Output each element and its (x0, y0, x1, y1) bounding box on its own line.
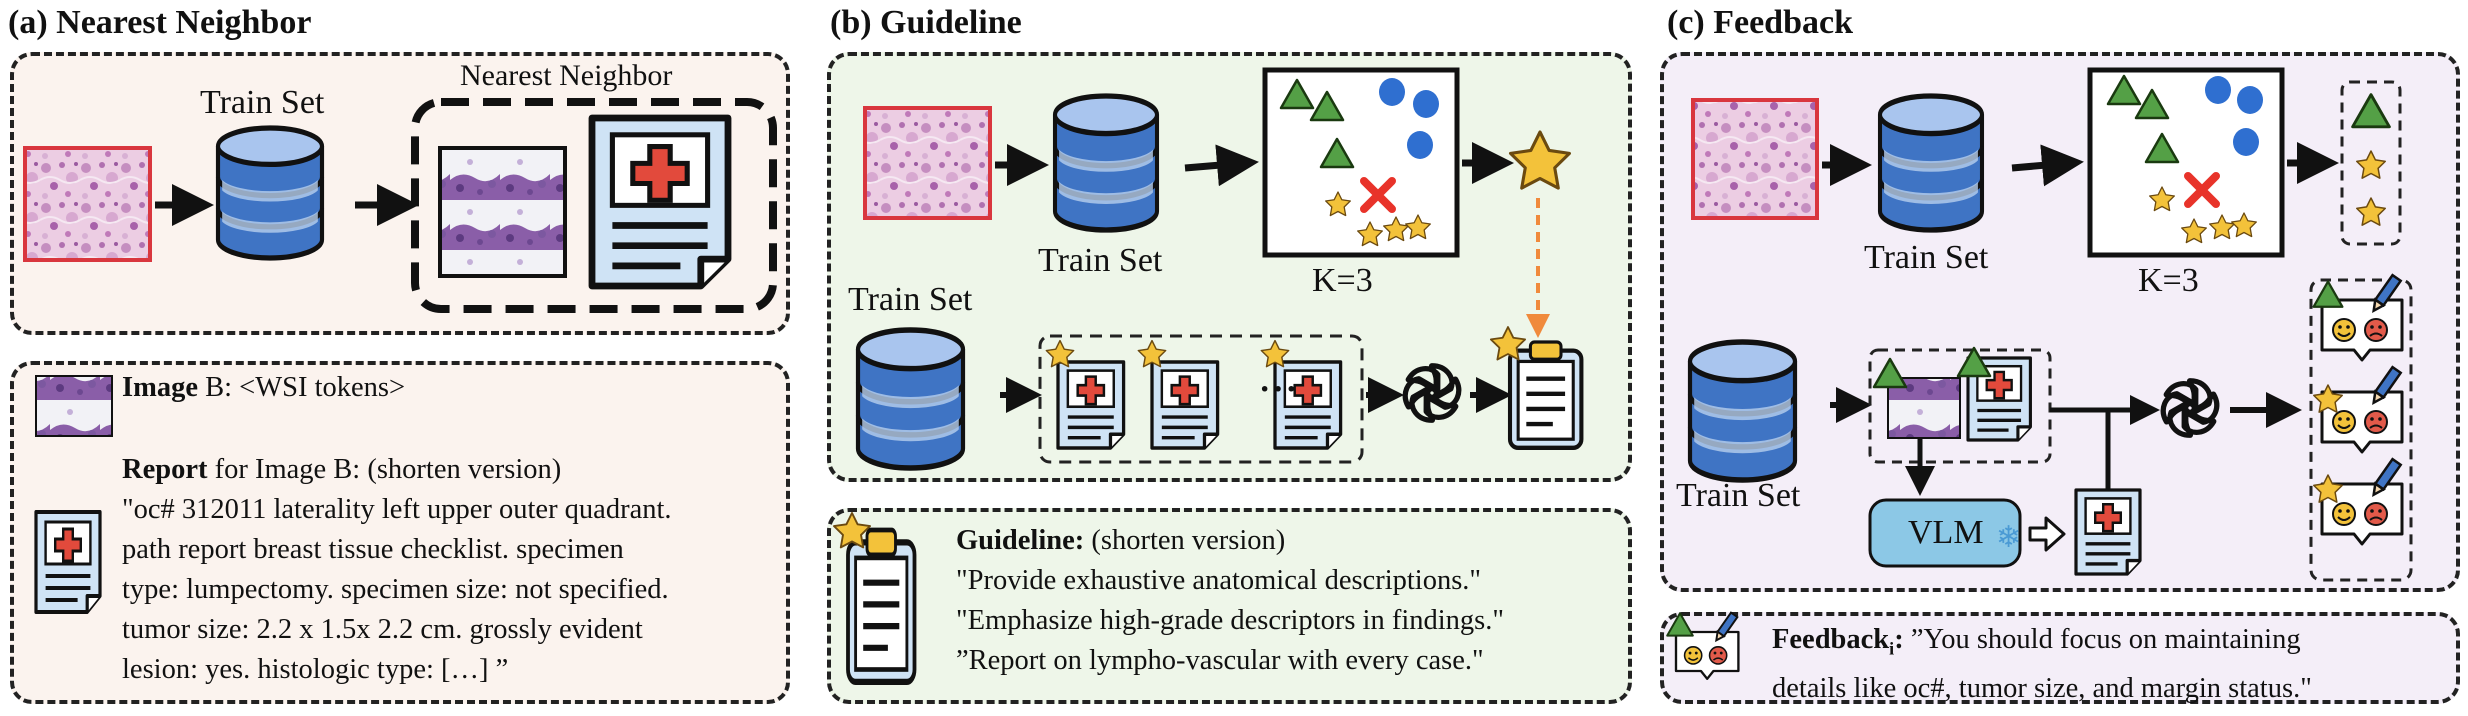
report-line: path report breast tissue checklist. spe… (122, 534, 624, 565)
k-label-b: K=3 (1312, 262, 1373, 299)
guideline-bold: Guideline: (956, 525, 1085, 556)
train-set-db-c1 (1880, 96, 1982, 230)
image-b-thumb (35, 375, 113, 437)
query-tissue-b (863, 106, 992, 220)
report-line: type: lumpectomy. specimen size: not spe… (122, 574, 669, 605)
vlm-label: VLM (1908, 514, 1984, 551)
train-set-db-a (218, 128, 322, 258)
image-b-rest: B: <WSI tokens> (197, 372, 406, 403)
panel-a-title: (a) Nearest Neighbor (8, 4, 312, 41)
llm-icon-b (1398, 362, 1465, 424)
arrow-c2 (2011, 144, 2084, 187)
aggregated-star (1509, 130, 1571, 190)
pair-box (1868, 348, 2052, 464)
snowflake-icon: ❄ (1996, 521, 2022, 554)
guideline-heading: Guideline: (shorten version) (956, 521, 1504, 561)
llm-icon-c (2156, 377, 2223, 439)
guideline-clipboard-small-icon (848, 530, 915, 682)
guideline-rest: (shorten version) (1084, 525, 1286, 556)
line-report-to-llm (2050, 407, 2140, 490)
query-tissue-c (1691, 98, 1819, 220)
feedback-card (2320, 273, 2404, 362)
feedback-cards-box (2309, 278, 2413, 582)
image-b-line: Image B: <WSI tokens> (122, 368, 405, 408)
feedback-text: Feedbacki: ”You should focus on maintain… (1772, 620, 2312, 709)
neighbor-star (2356, 197, 2386, 226)
retrieved-reports-box (1038, 334, 1364, 464)
nearest-neighbor-label: Nearest Neighbor (460, 59, 673, 92)
panel-c-title: (c) Feedback (1667, 4, 1854, 41)
ellipsis: ··· (1259, 371, 1300, 408)
train-set-db-b1 (1055, 96, 1157, 230)
train-set-label-c1: Train Set (1864, 239, 1989, 276)
feedback-card-triangle (2312, 280, 2344, 308)
guideline-text: Guideline: (shorten version) "Provide ex… (956, 521, 1504, 681)
retrieved-report (1056, 360, 1126, 450)
train-set-label-b2: Train Set (848, 281, 973, 318)
train-set-label-a: Train Set (200, 84, 325, 121)
report-heading: Report for Image B: (shorten version) (122, 450, 561, 490)
neighbor-report-icon (592, 118, 728, 286)
vlm-box (1868, 498, 2022, 568)
report-b-icon (34, 510, 102, 614)
arrow-b2 (1184, 144, 1259, 187)
guideline-line: ”Report on lympho-vascular with every ca… (956, 645, 1484, 676)
feedback-sub: i (1889, 638, 1895, 659)
report-line: "oc# 312011 laterality left upper outer … (122, 494, 672, 525)
feedback-card (2320, 457, 2404, 546)
guideline-line: "Provide exhaustive anatomical descripti… (956, 565, 1482, 596)
feedback-line2: details like oc#, tumor size, and margin… (1772, 672, 2312, 704)
knn-circle (2233, 128, 2259, 156)
train-set-label-b1: Train Set (1038, 242, 1163, 279)
image-b-bold: Image (122, 372, 198, 403)
vlm-report (2074, 488, 2142, 576)
feedback-line-1: Feedbacki: ”You should focus on maintain… (1772, 620, 2312, 669)
vlm-output-arrow (2028, 516, 2066, 552)
report-body: "oc# 312011 laterality left upper outer … (122, 490, 672, 690)
report-line: lesion: yes. histologic type: […] ” (122, 654, 509, 685)
query-tissue-a (23, 146, 152, 262)
retrieved-report (1150, 360, 1220, 450)
feedback-bold: Feedback (1772, 624, 1890, 655)
selected-neighbors-box (2340, 80, 2402, 246)
panel-a-bottom (10, 361, 790, 704)
panel-b-title: (b) Guideline (830, 4, 1022, 41)
train-set-label-c2: Train Set (1676, 477, 1801, 514)
pair-triangle (1872, 357, 1908, 389)
panel-b-bottom (827, 508, 1632, 704)
report-line: tumor size: 2.2 x 1.5x 2.2 cm. grossly e… (122, 614, 643, 645)
knn-circle (2237, 86, 2263, 114)
knn-circle (1413, 90, 1439, 118)
panel-c-bottom (1660, 612, 2460, 704)
knn-circle (1379, 78, 1405, 106)
nearest-neighbor-box (411, 98, 777, 313)
report-bold: Report (122, 454, 208, 485)
neighbor-triangle (2351, 93, 2391, 129)
report-rest: for Image B: (shorten version) (207, 454, 562, 485)
k-label-c: K=3 (2138, 262, 2199, 299)
guideline-clipboard-icon (1510, 342, 1581, 448)
neighbor-star (2356, 150, 2386, 179)
feedback-colon: : (1894, 624, 1904, 655)
knn-circle (2205, 76, 2231, 104)
feedback-line1: ”You should focus on maintaining (1903, 624, 2301, 655)
neighbor-tissue (438, 146, 567, 278)
train-set-db-b2 (858, 330, 963, 468)
feedback-icon-triangle (1666, 612, 1694, 637)
train-set-db-c2 (1690, 342, 1795, 480)
knn-circle (1407, 131, 1433, 159)
guideline-line: "Emphasize high-grade descriptors in fin… (956, 605, 1505, 636)
